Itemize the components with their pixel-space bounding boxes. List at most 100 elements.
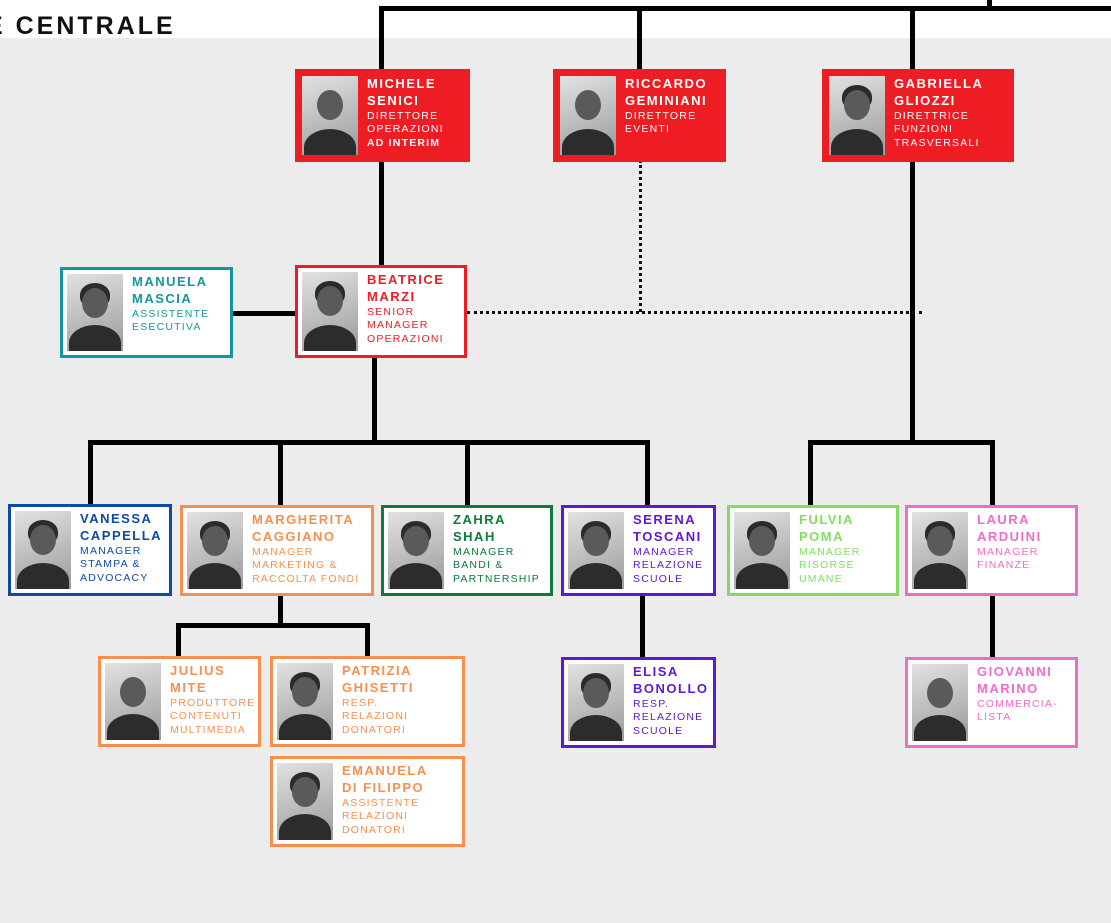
person-role: ESECUTIVA: [132, 321, 202, 334]
person-name: SERENA: [633, 512, 697, 527]
person-surname: GLIOZZI: [894, 92, 956, 108]
person-name: GIOVANNI: [977, 664, 1053, 679]
person-role: DIRETTORE: [367, 109, 439, 122]
card-giovanni-marino: GIOVANNI MARINO COMMERCIA- LISTA: [905, 657, 1078, 748]
person-role: RISORSE: [799, 559, 855, 572]
person-surname: MARINO: [977, 680, 1039, 696]
person-role: FINANZE: [977, 559, 1031, 572]
person-name: ZAHRA: [453, 512, 506, 527]
person-surname: SHAH: [453, 528, 496, 544]
person-surname: GEMINIANI: [625, 92, 708, 108]
person-name: JULIUS: [170, 663, 226, 678]
person-surname: CAGGIANO: [252, 528, 336, 544]
person-role: ASSISTENTE: [132, 307, 210, 320]
photo-laura-arduini: [912, 512, 968, 589]
person-surname: ARDUINI: [977, 528, 1042, 544]
person-role: SENIOR: [367, 305, 415, 318]
card-beatrice-marzi: BEATRICE MARZI SENIOR MANAGER OPERAZIONI: [295, 265, 467, 358]
photo-riccardo-geminiani: [560, 76, 616, 155]
person-surname: CAPPELLA: [80, 527, 163, 543]
person-role: RESP.: [342, 696, 379, 709]
photo-michele-senici: [302, 76, 358, 155]
person-name: PATRIZIA: [342, 663, 413, 678]
person-surname: MASCIA: [132, 290, 193, 306]
person-name: MICHELE: [367, 76, 436, 91]
person-role: UMANE: [799, 573, 843, 586]
person-name: MARGHERITA: [252, 512, 355, 527]
card-julius-mite: JULIUS MITE PRODUTTORE CONTENUTI MULTIME…: [98, 656, 261, 747]
person-surname: MARZI: [367, 288, 416, 304]
person-role: RELAZIONE: [633, 559, 704, 572]
photo-fulvia-poma: [734, 512, 790, 589]
person-role: COMMERCIA-: [977, 697, 1058, 710]
person-role: DIRETTORE: [625, 109, 697, 122]
person-role: RELAZIONI: [342, 810, 409, 823]
card-michele-senici: MICHELE SENICI DIRETTORE OPERAZIONI AD I…: [295, 69, 470, 162]
person-role: DIRETTRICE: [894, 109, 969, 122]
card-manuela-mascia: MANUELA MASCIA ASSISTENTE ESECUTIVA: [60, 267, 233, 358]
person-role: MANAGER: [633, 545, 695, 558]
photo-gabriella-gliozzi: [829, 76, 885, 155]
person-role: TRASVERSALI: [894, 137, 980, 150]
card-serena-toscani: SERENA TOSCANI MANAGER RELAZIONE SCUOLE: [561, 505, 716, 596]
card-zahra-shah: ZAHRA SHAH MANAGER BANDI & PARTNERSHIP: [381, 505, 553, 596]
photo-giovanni-marino: [912, 664, 968, 741]
person-role: RELAZIONI: [342, 710, 409, 723]
person-surname: DI FILIPPO: [342, 779, 425, 795]
photo-zahra-shah: [388, 512, 444, 589]
person-surname: TOSCANI: [633, 528, 702, 544]
person-role: RESP.: [633, 697, 670, 710]
person-role: RELAZIONE: [633, 711, 704, 724]
person-role: ADVOCACY: [80, 572, 149, 585]
person-surname: MITE: [170, 679, 208, 695]
person-surname: BONOLLO: [633, 680, 709, 696]
person-name: MANUELA: [132, 274, 208, 289]
person-role: ASSISTENTE: [342, 796, 420, 809]
person-role: MANAGER: [453, 545, 515, 558]
person-surname: POMA: [799, 528, 844, 544]
person-role: AD INTERIM: [367, 137, 441, 150]
page-title: E CENTRALE: [0, 12, 176, 40]
person-role: BANDI &: [453, 559, 504, 572]
photo-vanessa-cappella: [15, 511, 71, 589]
person-role: MANAGER: [799, 545, 861, 558]
person-role: SCUOLE: [633, 573, 684, 586]
photo-elisa-bonollo: [568, 664, 624, 741]
person-role: RACCOLTA FONDI: [252, 573, 360, 586]
person-surname: SENICI: [367, 92, 420, 108]
person-name: RICCARDO: [625, 76, 708, 91]
person-role: OPERAZIONI: [367, 123, 444, 136]
person-role: FUNZIONI: [894, 123, 954, 136]
person-role: PRODUTTORE: [170, 696, 256, 709]
card-vanessa-cappella: VANESSA CAPPELLA MANAGER STAMPA & ADVOCA…: [8, 504, 172, 596]
person-name: LAURA: [977, 512, 1030, 527]
photo-serena-toscani: [568, 512, 624, 589]
card-fulvia-poma: FULVIA POMA MANAGER RISORSE UMANE: [727, 505, 899, 596]
card-margherita-caggiano: MARGHERITA CAGGIANO MANAGER MARKETING & …: [180, 505, 374, 596]
person-role: SCUOLE: [633, 725, 684, 738]
photo-emanuela-di-filippo: [277, 763, 333, 840]
card-patrizia-ghisetti: PATRIZIA GHISETTI RESP. RELAZIONI DONATO…: [270, 656, 465, 747]
person-name: FULVIA: [799, 512, 854, 527]
person-name: VANESSA: [80, 511, 153, 526]
person-role: MULTIMEDIA: [170, 724, 246, 737]
photo-margherita-caggiano: [187, 512, 243, 589]
person-role: EVENTI: [625, 123, 671, 136]
photo-beatrice-marzi: [302, 272, 358, 351]
person-role: DONATORI: [342, 724, 407, 737]
person-name: BEATRICE: [367, 272, 445, 287]
person-role: STAMPA &: [80, 558, 141, 571]
person-role: OPERAZIONI: [367, 333, 444, 346]
person-role: MANAGER: [252, 545, 314, 558]
person-role: LISTA: [977, 711, 1012, 724]
card-elisa-bonollo: ELISA BONOLLO RESP. RELAZIONE SCUOLE: [561, 657, 716, 748]
person-role: MANAGER: [80, 544, 142, 557]
person-role: DONATORI: [342, 824, 407, 837]
person-name: EMANUELA: [342, 763, 428, 778]
person-name: GABRIELLA: [894, 76, 984, 91]
person-role: PARTNERSHIP: [453, 573, 540, 586]
photo-patrizia-ghisetti: [277, 663, 333, 740]
card-emanuela-di-filippo: EMANUELA DI FILIPPO ASSISTENTE RELAZIONI…: [270, 756, 465, 847]
person-role: MANAGER: [977, 545, 1039, 558]
chart-background: [0, 38, 1111, 923]
